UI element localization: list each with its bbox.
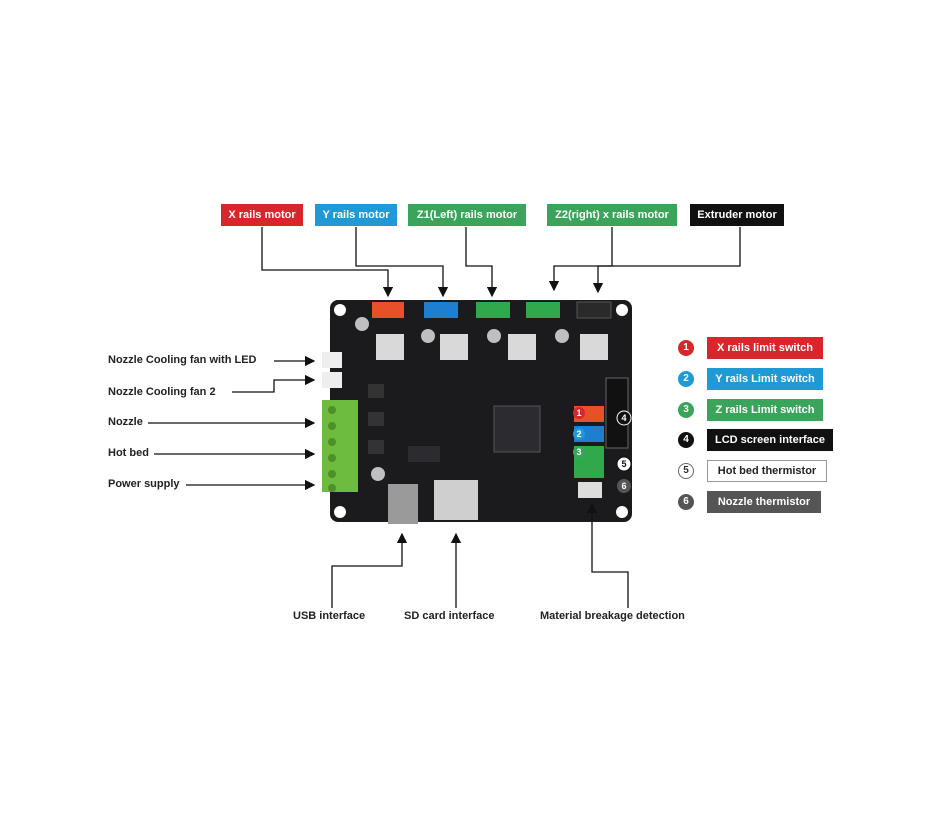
power-terminal-block	[322, 400, 358, 492]
capacitor	[487, 329, 501, 343]
material-label: Material breakage detection	[540, 610, 685, 622]
nozzle-label: Nozzle	[108, 416, 143, 428]
usb-port	[388, 484, 418, 524]
stepper-driver	[580, 334, 608, 360]
capacitor	[355, 317, 369, 331]
mount-hole	[334, 304, 346, 316]
fan2-label: Nozzle Cooling fan 2	[108, 386, 216, 398]
board-marker-text-4: 4	[621, 413, 626, 423]
material-connector	[578, 482, 602, 498]
sd-slot	[434, 480, 478, 520]
legend-num-3: 3	[678, 402, 694, 418]
terminal-screw	[328, 406, 336, 414]
stepper-driver	[440, 334, 468, 360]
legend-label-1: X rails limit switch	[707, 337, 823, 359]
legend-label-6: Nozzle thermistor	[707, 491, 821, 513]
stepper-driver	[376, 334, 404, 360]
leader-x-motor	[261, 227, 394, 298]
z1-motor-connector	[476, 302, 510, 318]
board-marker-text-2: 2	[576, 429, 581, 439]
legend-num-2: 2	[678, 371, 694, 387]
leader-z1-motor	[465, 227, 498, 298]
legend-label-4: LCD screen interface	[707, 429, 833, 451]
leader-e-motor	[592, 227, 741, 294]
mosfet	[368, 412, 384, 426]
sd-label: SD card interface	[404, 610, 495, 622]
leader-fan2	[232, 374, 316, 393]
legend-label-2: Y rails Limit switch	[707, 368, 823, 390]
board-marker-6	[617, 479, 631, 493]
e-motor-connector	[576, 301, 612, 319]
leader-material	[586, 502, 629, 608]
terminal-screw	[328, 484, 336, 492]
board-marker-text-1: 1	[576, 408, 581, 418]
mount-hole	[616, 304, 628, 316]
z2-motor-label: Z2(right) x rails motor	[547, 204, 677, 226]
board-marker-text-6: 6	[621, 481, 626, 491]
mount-hole	[334, 506, 346, 518]
board-marker-5	[616, 456, 632, 472]
capacitor	[555, 329, 569, 343]
board-marker-1	[573, 407, 585, 419]
z2-limit-connector	[574, 462, 604, 478]
legend-label-5: Hot bed thermistor	[707, 460, 827, 482]
legend-num-6: 6	[678, 494, 694, 510]
e-motor-label: Extruder motor	[690, 204, 784, 226]
hotbed-label: Hot bed	[108, 447, 149, 459]
legend-label-3: Z rails Limit switch	[707, 399, 823, 421]
y-motor-connector	[424, 302, 458, 318]
mosfet	[368, 440, 384, 454]
capacitor	[421, 329, 435, 343]
leader-y-motor	[355, 227, 449, 298]
board-marker-4	[616, 410, 632, 426]
z2-motor-connector	[526, 302, 560, 318]
legend-num-5: 5	[678, 463, 694, 479]
board-marker-3	[573, 446, 585, 458]
board-marker-text-5: 5	[621, 459, 626, 469]
mosfet	[368, 384, 384, 398]
fan-led-label: Nozzle Cooling fan with LED	[108, 354, 257, 366]
capacitor	[371, 467, 385, 481]
board-marker-text-3: 3	[576, 447, 581, 457]
power-label: Power supply	[108, 478, 180, 490]
stepper-driver	[508, 334, 536, 360]
z1-motor-label: Z1(Left) rails motor	[408, 204, 526, 226]
terminal-screw	[328, 470, 336, 478]
terminal-screw	[328, 422, 336, 430]
legend-num-1: 1	[678, 340, 694, 356]
leader-z2-motor	[548, 227, 613, 292]
x-motor-label: X rails motor	[221, 204, 303, 226]
legend-num-4: 4	[678, 432, 694, 448]
x-motor-connector	[372, 302, 404, 318]
pcb-board	[330, 300, 632, 522]
fan2-connector	[322, 372, 342, 388]
mcu-chip	[493, 405, 541, 453]
chip	[408, 446, 440, 462]
terminal-screw	[328, 438, 336, 446]
mount-hole	[616, 506, 628, 518]
usb-label: USB interface	[293, 610, 366, 622]
leader-usb	[331, 532, 408, 608]
fan-led-connector	[322, 352, 342, 368]
terminal-screw	[328, 454, 336, 462]
y-motor-label: Y rails motor	[315, 204, 397, 226]
board-marker-2	[573, 428, 585, 440]
